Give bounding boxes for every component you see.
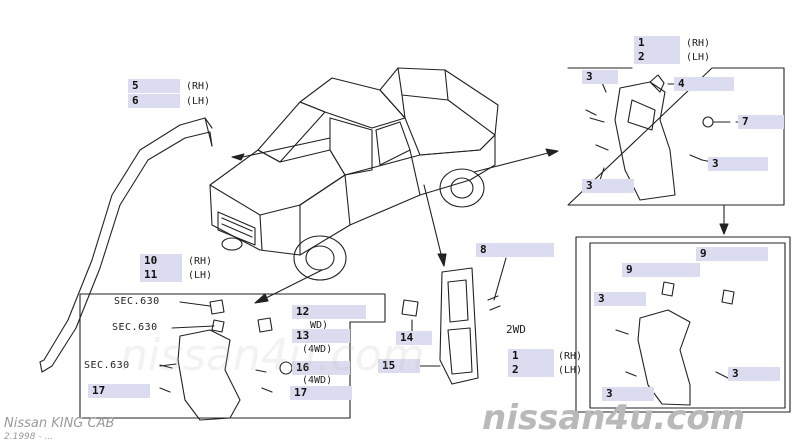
footer-date: 2.1998 - ... [4, 432, 54, 442]
window-molding-strip [39, 117, 213, 363]
callout-3b: 3 [708, 157, 768, 171]
callout-1-top: 1 [634, 36, 680, 50]
callout-6: 6 [128, 94, 180, 108]
label-2wd: 2WD [506, 323, 526, 336]
callout-13: 13 [292, 329, 350, 343]
frame-front-mudguard [575, 236, 791, 413]
callout-9a: 9 [622, 263, 700, 277]
callout-5: 5 [128, 79, 180, 93]
frame-rear-mudguard [567, 67, 785, 206]
note-1-top-rh: (RH) [686, 38, 711, 49]
callout-8: 8 [476, 243, 554, 257]
callout-14: 14 [396, 331, 432, 345]
truck-illustration [209, 67, 499, 281]
callout-3f: 3 [728, 367, 780, 381]
note-16-4wd: (4WD) [302, 375, 333, 386]
note-13-4wd: (4WD) [302, 344, 333, 355]
note-2-top-lh: (LH) [686, 52, 711, 63]
watermark-faint: nissan4u.com [120, 330, 425, 381]
callout-7: 7 [738, 115, 784, 129]
note-6-lh: (LH) [186, 96, 211, 107]
callout-9b: 9 [696, 247, 768, 261]
callout-2-top: 2 [634, 50, 680, 64]
callout-3c: 3 [582, 179, 634, 193]
sec-ref-2: SEC.630 [112, 322, 158, 333]
callout-10: 10 [140, 254, 182, 268]
footer-title: Nissan KING CAB [4, 416, 115, 431]
callout-15: 15 [378, 359, 420, 373]
callout-1-bot: 1 [508, 349, 554, 363]
note-11-lh: (LH) [188, 270, 213, 281]
sec-ref-1: SEC.630 [114, 296, 160, 307]
note-2-bot-lh: (LH) [558, 365, 583, 376]
callout-3a: 3 [582, 70, 618, 84]
callout-3d: 3 [594, 292, 646, 306]
sec-ref-3: SEC.630 [84, 360, 130, 371]
note-1-bot-rh: (RH) [558, 351, 583, 362]
watermark-main: nissan4u.com [482, 398, 746, 438]
frame-side-mudguard [79, 293, 386, 419]
callout-3e: 3 [602, 387, 654, 401]
callout-4: 4 [674, 77, 734, 91]
callout-12: 12 [292, 305, 366, 319]
note-5-rh: (RH) [186, 81, 211, 92]
note-10-rh: (RH) [188, 256, 213, 267]
note-12-wd: WD) [310, 320, 329, 331]
callout-16: 16 [292, 361, 350, 375]
callout-17a: 17 [88, 384, 150, 398]
callout-11: 11 [140, 268, 182, 282]
callout-17b: 17 [290, 386, 352, 400]
callout-2-bot: 2 [508, 363, 554, 377]
